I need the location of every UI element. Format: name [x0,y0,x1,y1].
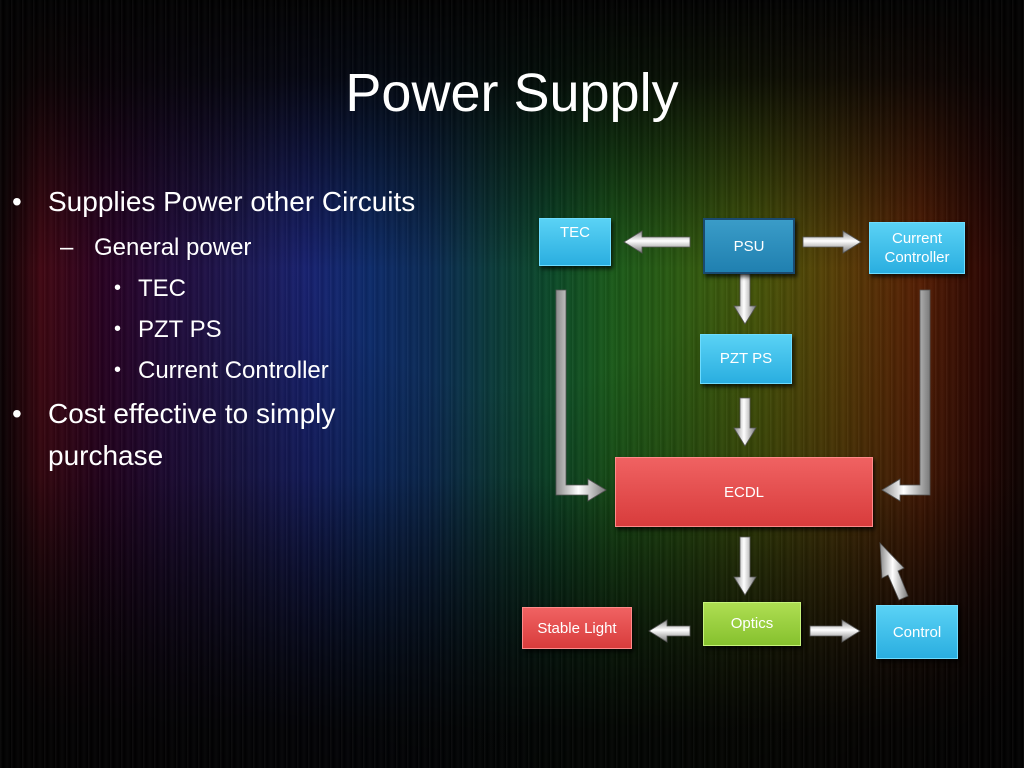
bullet-dot: • [114,318,122,340]
node-psu: PSU [703,218,795,274]
slide-title: Power Supply [345,63,679,123]
node-optics: Optics [703,602,801,646]
node-optics-label: Optics [730,615,774,632]
bullet-dot: • [114,359,122,381]
arrow-tec-to-ecdl [555,289,607,502]
sub-sub-bullet-text: Current Controller [138,357,329,384]
arrow-pzt-ps-to-ecdl [733,397,757,447]
bullet-list: • Supplies Power other Circuits – Genera… [0,0,480,768]
sub-sub-bullet-tec: • TEC [114,275,186,303]
node-ecdl-label: ECDL [723,483,764,501]
bullet-dot: • [12,398,22,429]
node-pzt-ps: PZT PS [700,334,792,384]
node-current-controller-label-line2: Controller [884,249,950,266]
node-stable-light-label: Stable Light [537,619,617,637]
bullet-dot: • [12,186,22,217]
node-pzt-ps-label: PZT PS [719,350,773,367]
arrow-optics-to-control [809,619,861,643]
node-control-label: Control [892,623,942,641]
dash-marker: – [60,234,74,261]
bullet-item-supplies-power: • Supplies Power other Circuits [12,186,416,218]
arrow-ecdl-to-optics [733,536,757,596]
sub-sub-bullet-current-controller: • Current Controller [114,357,329,385]
bullet-item-cost-effective-continued: purchase [48,440,163,472]
node-ecdl: ECDL [615,457,873,527]
bullet-text: Supplies Power other Circuits [48,186,416,217]
bullet-dot: • [114,277,122,299]
bullet-text-line1: Cost effective to simply [48,398,336,429]
node-stable-light: Stable Light [522,607,632,649]
node-tec-label: TEC [560,224,590,241]
arrow-control-to-ecdl [879,541,909,601]
arrow-psu-to-pzt-ps [733,273,757,325]
bullet-text-line2: purchase [48,440,164,471]
arrow-optics-to-stable-light [648,619,691,643]
node-tec: TEC [539,218,611,266]
node-psu-label: PSU [733,237,765,255]
node-current-controller: Current Controller [869,222,965,274]
node-control: Control [876,605,958,659]
sub-sub-bullet-pzt-ps: • PZT PS [114,316,222,344]
arrow-psu-to-current-controller [802,230,862,254]
bullet-item-cost-effective: • Cost effective to simply [12,398,336,430]
sub-sub-bullet-text: TEC [138,275,186,302]
sub-bullet-general-power: – General power [60,234,252,262]
arrow-psu-to-tec [623,230,691,254]
node-current-controller-label-line1: Current [891,230,943,247]
sub-sub-bullet-text: PZT PS [138,316,222,343]
arrow-current-controller-to-ecdl [881,289,931,502]
sub-bullet-text: General power [94,234,252,261]
